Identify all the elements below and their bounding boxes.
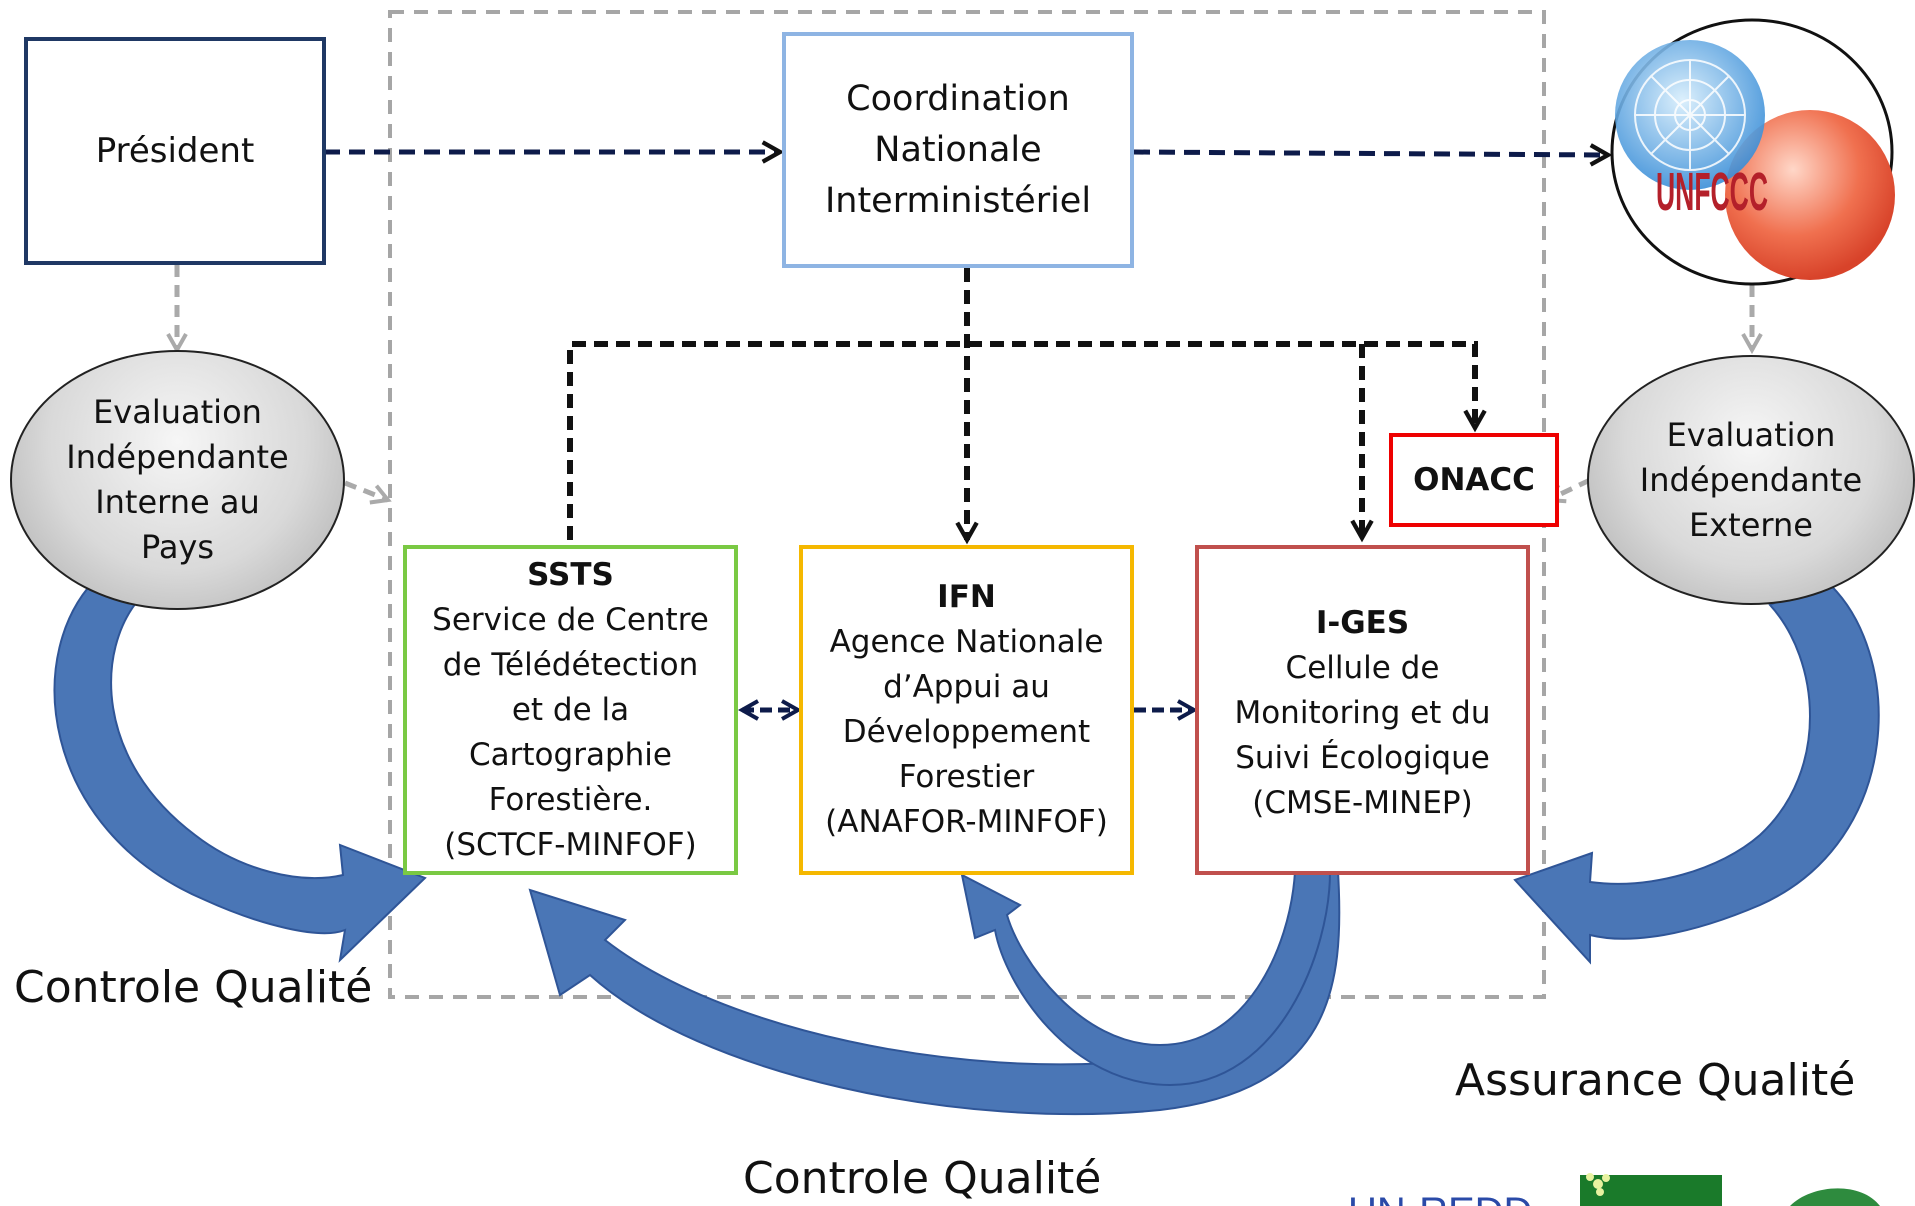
controle-qualite-bottom-label: Controle Qualité	[743, 1153, 1102, 1204]
unredd-logo: UN-REDD	[1348, 1173, 1880, 1206]
unredd-logo-text: UN-REDD	[1348, 1190, 1532, 1206]
ssts-title: SSTS	[527, 556, 614, 593]
ssts-line-5: Forestière.	[488, 781, 653, 818]
coordination-box: Coordination Nationale Interministériel	[782, 32, 1134, 268]
eval-externe-line-3: Externe	[1689, 505, 1813, 544]
iges-title: I-GES	[1315, 605, 1410, 641]
coordination-distribution-arrows	[567, 268, 1475, 540]
ssts-line-1: Service de Centre	[432, 601, 709, 638]
eval-externe-line-2: Indépendante	[1639, 460, 1863, 499]
eval-interne-line-3: Interne au	[95, 483, 260, 521]
middle-control-loop-arrow	[960, 871, 1332, 1087]
unfccc-logo-text: UNFCCC	[1656, 162, 1768, 222]
unfccc-logo: UNFCCC	[1610, 18, 1895, 286]
coordination-line-2: Nationale	[874, 129, 1042, 170]
eval-externe-ellipse: Evaluation Indépendante Externe	[1587, 355, 1915, 605]
ssts-line-4: Cartographie	[469, 736, 672, 773]
controle-qualite-left-label: Controle Qualité	[14, 962, 373, 1013]
left-control-loop-arrow	[53, 573, 427, 963]
eval-interne-line-1: Evaluation	[93, 393, 262, 431]
quality-loop-arrows	[53, 573, 1880, 1116]
assurance-qualite-label: Assurance Qualité	[1455, 1055, 1856, 1106]
ifn-line-1: Agence Nationale	[829, 624, 1104, 660]
iges-line-3: Suivi Écologique	[1235, 740, 1490, 776]
president-box: Président	[24, 37, 326, 265]
gray-arrows	[177, 265, 1752, 500]
ifn-line-5: (ANAFOR-MINFOF)	[825, 804, 1108, 840]
eval-interne-line-4: Pays	[140, 528, 215, 566]
ssts-line-3: et de la	[511, 691, 630, 728]
ssts-line-2: de Télédétection	[442, 646, 699, 683]
ifn-title: IFN	[937, 579, 996, 615]
bottom-control-loop-arrow	[528, 871, 1341, 1116]
ifn-box: IFN Agence Nationale d’Appui au Développ…	[799, 545, 1134, 875]
iges-box: I-GES Cellule de Monitoring et du Suivi …	[1195, 545, 1530, 875]
iges-line-2: Monitoring et du	[1234, 695, 1491, 731]
iges-line-4: (CMSE-MINEP)	[1252, 785, 1473, 821]
president-label: Président	[95, 130, 255, 171]
coordination-line-1: Coordination	[846, 78, 1070, 119]
inventory-frame	[388, 10, 1546, 999]
eval-externe-line-1: Evaluation	[1666, 415, 1836, 454]
onacc-box: ONACC	[1389, 433, 1559, 527]
ifn-line-4: Forestier	[898, 759, 1035, 795]
ssts-box: SSTS Service de Centre de Télédétection …	[403, 545, 738, 875]
right-assurance-loop-arrow	[1513, 578, 1880, 965]
ifn-line-2: d’Appui au	[883, 669, 1050, 705]
arrow-coordination-to-unfccc	[1133, 152, 1608, 155]
iges-line-1: Cellule de	[1285, 650, 1440, 686]
coordination-line-3: Interministériel	[824, 180, 1092, 221]
eval-interne-ellipse: Evaluation Indépendante Interne au Pays	[10, 350, 345, 610]
eval-interne-line-2: Indépendante	[66, 438, 289, 476]
ifn-line-3: Développement	[842, 714, 1091, 750]
onacc-label: ONACC	[1413, 461, 1535, 498]
ssts-line-6: (SCTCF-MINFOF)	[444, 826, 697, 863]
